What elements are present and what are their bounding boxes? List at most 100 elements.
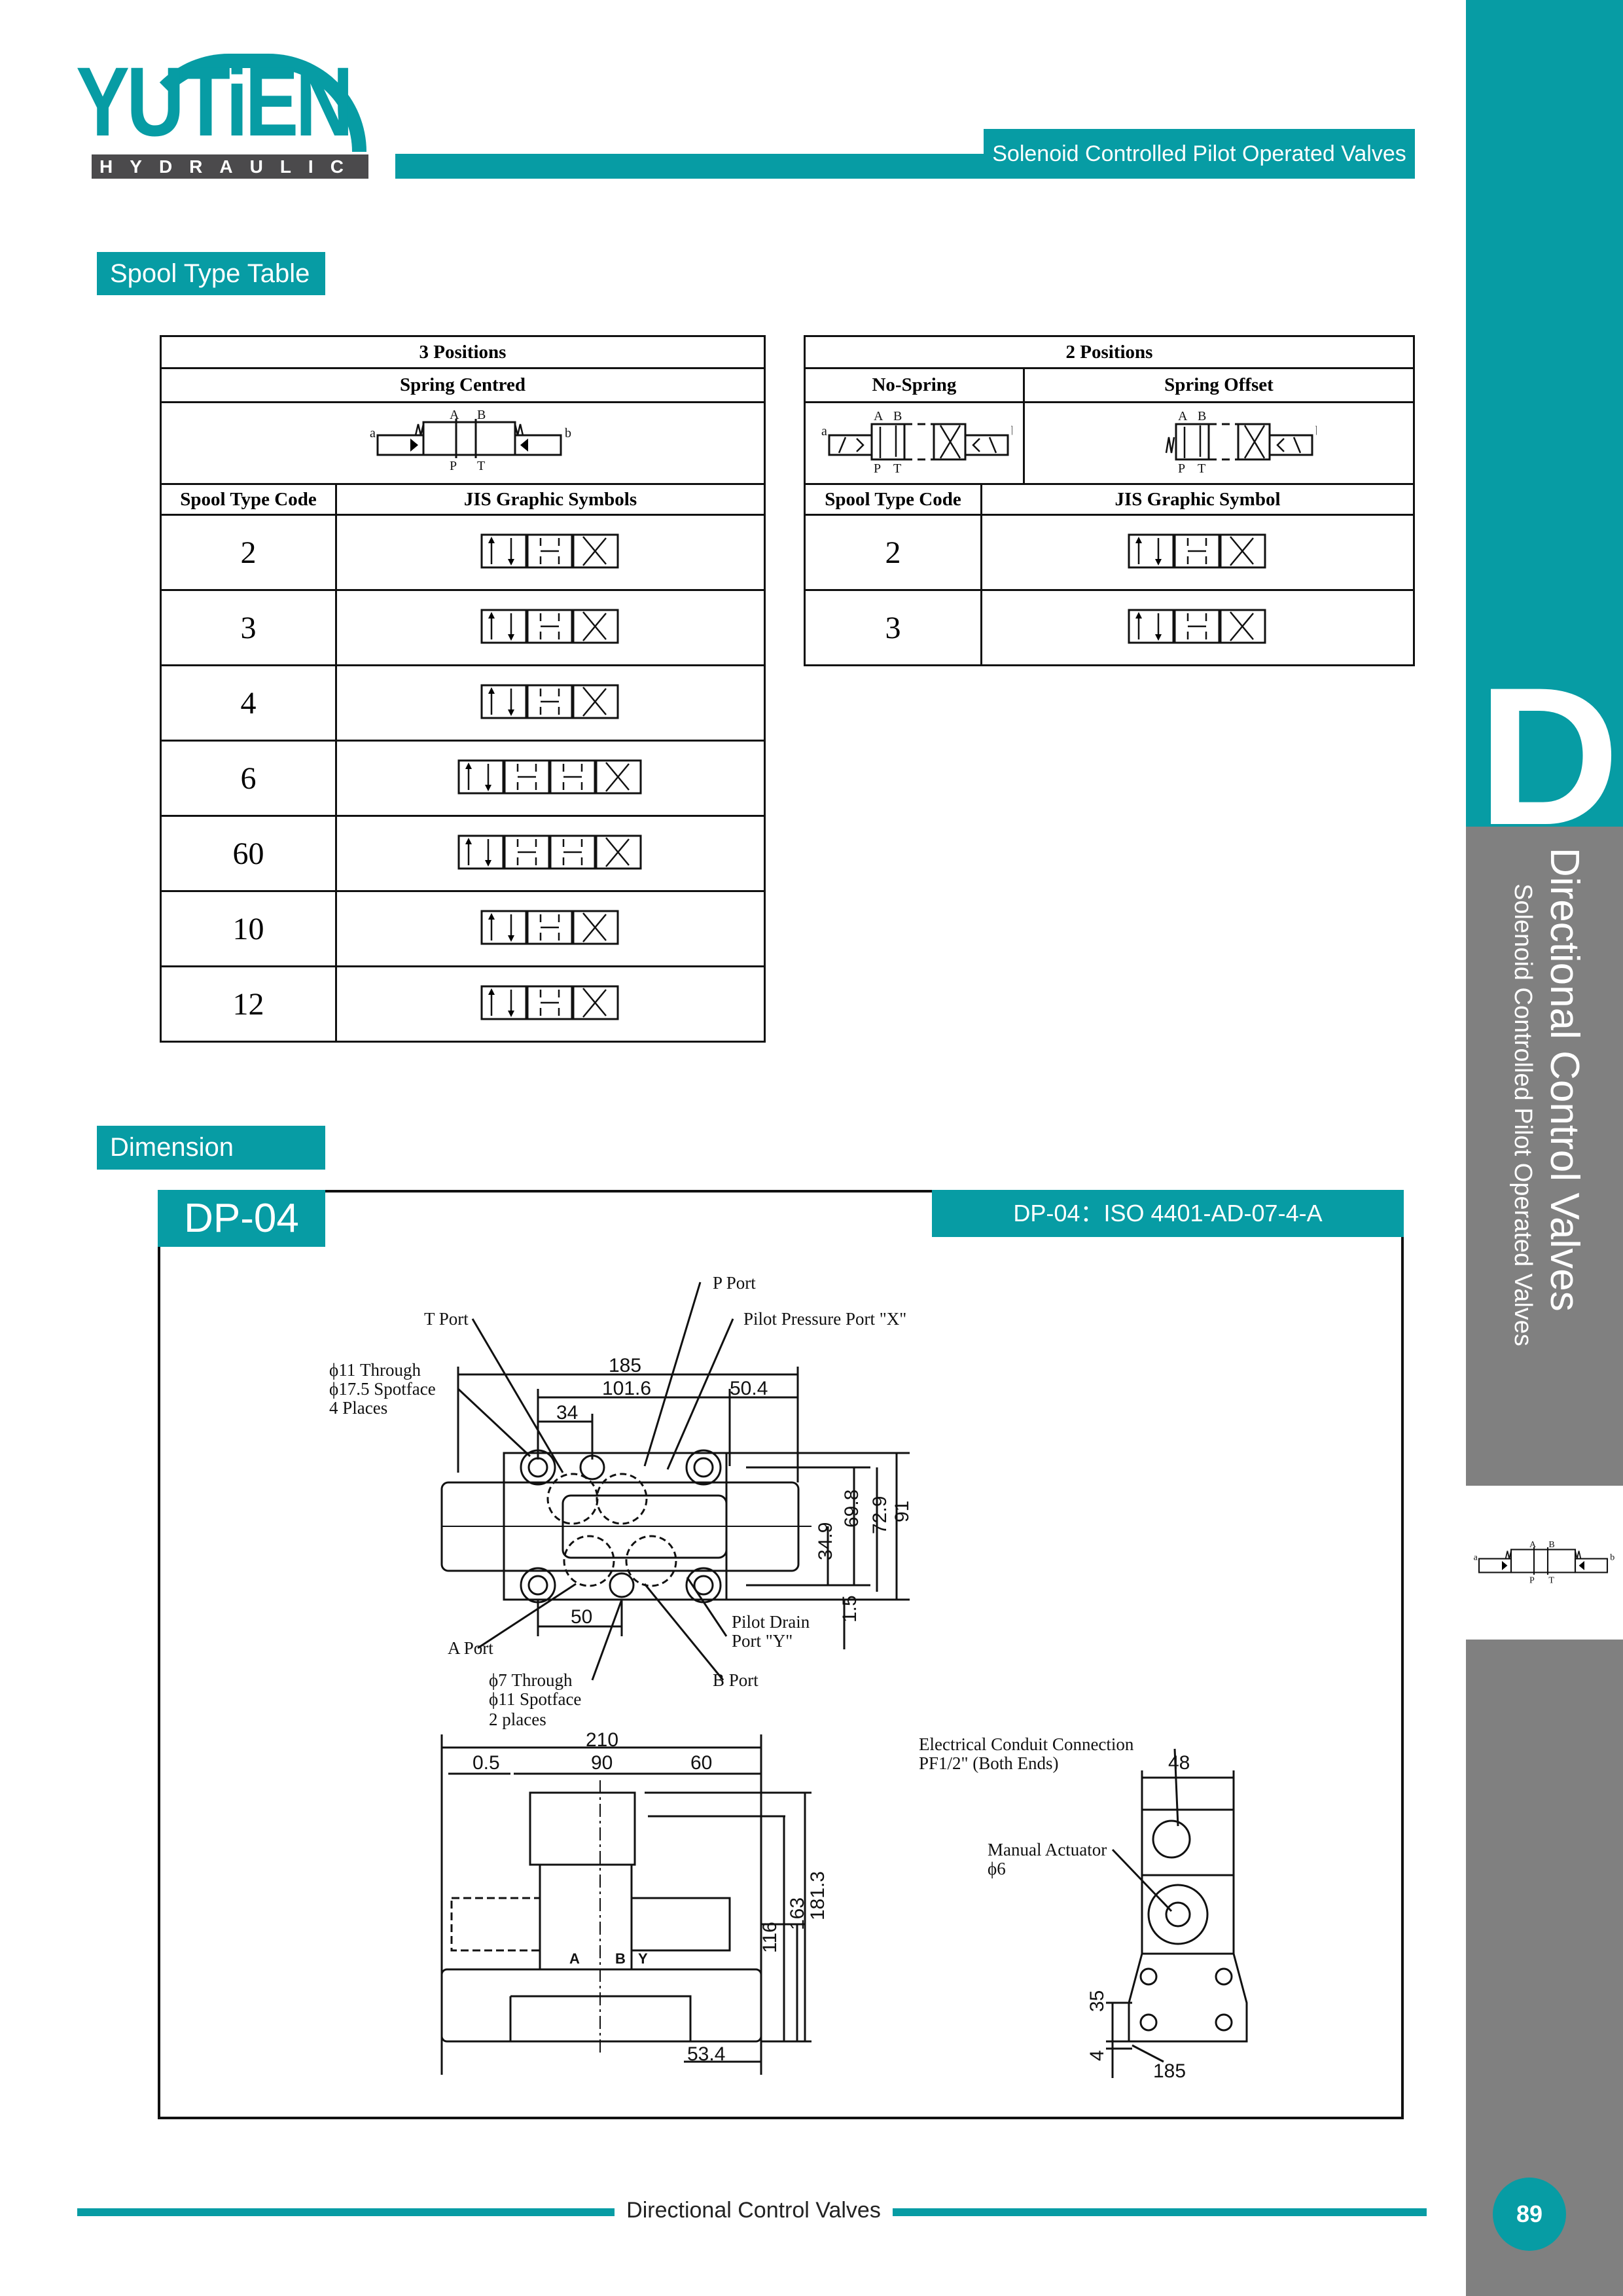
label-spotface-11: ϕ11 Spotface <box>489 1689 581 1709</box>
spool-code: 10 <box>160 890 337 967</box>
jis-symbol-3 <box>480 609 619 643</box>
jis-symbol-60 <box>457 834 642 869</box>
jis-symbol-cell <box>335 815 766 892</box>
label-spotface-17: ϕ17.5 Spotface <box>329 1379 436 1399</box>
svg-text:B: B <box>893 409 902 423</box>
dim-163: 163 <box>787 1897 808 1930</box>
table-subtitle: Spring Centred <box>160 367 766 403</box>
spool-code: 12 <box>160 965 337 1043</box>
jis-symbol-cell <box>335 589 766 666</box>
table-title: 3 Positions <box>160 335 766 369</box>
svg-text:P: P <box>874 461 881 476</box>
dim-60: 60 <box>690 1752 712 1774</box>
spool-code: 60 <box>160 815 337 892</box>
label-2-places: 2 places <box>489 1710 546 1729</box>
dim-4: 4 <box>1086 2050 1108 2061</box>
spool-code: 2 <box>804 514 982 591</box>
dim-90: 90 <box>591 1752 613 1774</box>
spool-code: 6 <box>160 740 337 817</box>
svg-text:a: a <box>821 424 827 439</box>
jis-symbol-cell <box>335 740 766 817</box>
svg-text:b: b <box>1610 1553 1614 1563</box>
spool-code: 4 <box>160 664 337 742</box>
jis-symbol-cell <box>335 890 766 967</box>
jis-symbol-cell <box>980 514 1415 591</box>
svg-text:P: P <box>1178 461 1185 476</box>
port-mark-a: A <box>569 1950 580 1967</box>
footer-text: Directional Control Valves <box>626 2198 881 2223</box>
label-pilot-x: Pilot Pressure Port "X" <box>743 1309 906 1329</box>
svg-text:T: T <box>893 461 901 476</box>
jis-symbol-cell <box>335 965 766 1043</box>
table-title: 2 Positions <box>804 335 1415 369</box>
jis-symbol-cell <box>335 514 766 591</box>
label-4-places: 4 Places <box>329 1398 387 1418</box>
svg-text:P: P <box>450 459 457 473</box>
dim-185-end: 185 <box>1153 2060 1186 2082</box>
jis-symbol-2 <box>480 533 619 568</box>
jis-symbol-3 <box>1128 609 1266 643</box>
sidebar-gray-panel <box>1466 827 1623 1486</box>
dim-181-3: 181.3 <box>807 1871 829 1920</box>
label-manual-actuator: Manual Actuator <box>988 1840 1107 1859</box>
table-row: 10 <box>160 890 766 967</box>
dim-35: 35 <box>1086 1990 1108 2012</box>
spool-code: 3 <box>804 589 982 666</box>
table-row: 6 <box>160 740 766 817</box>
svg-text:T: T <box>1198 461 1205 476</box>
col-header-symbol: JIS Graphic Symbols <box>335 483 766 516</box>
svg-text:A: A <box>1529 1540 1537 1550</box>
end-view <box>1106 1748 1248 2078</box>
dim-34-9: 34.9 <box>815 1522 836 1560</box>
jis-symbol-cell <box>335 664 766 742</box>
page-number: 89 <box>1493 2178 1566 2251</box>
col-header-code: Spool Type Code <box>804 483 982 516</box>
table-row: 12 <box>160 965 766 1043</box>
jis-symbol-4 <box>480 684 619 719</box>
svg-text:a: a <box>370 426 376 440</box>
dim-0-5: 0.5 <box>473 1752 500 1774</box>
label-b-port: B Port <box>713 1670 758 1690</box>
label-manual-diameter: ϕ6 <box>988 1859 1006 1878</box>
section-label-dimension: Dimension <box>97 1126 325 1170</box>
svg-text:A: A <box>874 409 883 423</box>
sidebar-subtitle: Solenoid Controlled Pilot Operated Valve… <box>1509 884 1537 1346</box>
section-label-spool: Spool Type Table <box>97 252 325 295</box>
dim-101-6: 101.6 <box>602 1378 651 1399</box>
col-header-code: Spool Type Code <box>160 483 337 516</box>
label-t-port: T Port <box>424 1309 469 1329</box>
spool-code: 3 <box>160 589 337 666</box>
footer-line-left <box>77 2208 615 2216</box>
svg-text:A: A <box>1178 409 1188 423</box>
logo-subtitle: HYDRAULIC <box>92 154 368 179</box>
standard-header: DP-04：ISO 4401-AD-07-4-A <box>932 1190 1404 1237</box>
table-row: 4 <box>160 664 766 742</box>
label-port-y: Port "Y" <box>732 1631 793 1651</box>
col-header-symbol: JIS Graphic Symbol <box>980 483 1415 516</box>
dimension-box <box>158 1190 1404 2119</box>
label-pilot-drain: Pilot Drain <box>732 1612 810 1632</box>
logo-wordmark: YUTiEN <box>76 46 353 156</box>
label-p-port: P Port <box>713 1273 756 1293</box>
label-conduit: Electrical Conduit Connection <box>919 1734 1134 1754</box>
sidebar-letter: D <box>1478 646 1620 866</box>
dim-50-4: 50.4 <box>730 1378 768 1399</box>
dim-1-5: 1.5 <box>839 1595 861 1623</box>
svg-text:a: a <box>1474 1553 1478 1563</box>
jis-symbol-6 <box>457 759 642 794</box>
table-row: 3 <box>160 589 766 666</box>
jis-symbol-12 <box>480 985 619 1020</box>
dim-34: 34 <box>556 1402 578 1424</box>
jis-symbol-cell <box>980 589 1415 666</box>
svg-text:B: B <box>477 408 486 422</box>
sidebar-title: Directional Control Valves <box>1542 848 1587 1312</box>
dim-116: 116 <box>759 1922 781 1953</box>
svg-text:B: B <box>1548 1540 1554 1550</box>
svg-text:b: b <box>565 426 571 440</box>
dim-69-8: 69.8 <box>841 1490 863 1528</box>
